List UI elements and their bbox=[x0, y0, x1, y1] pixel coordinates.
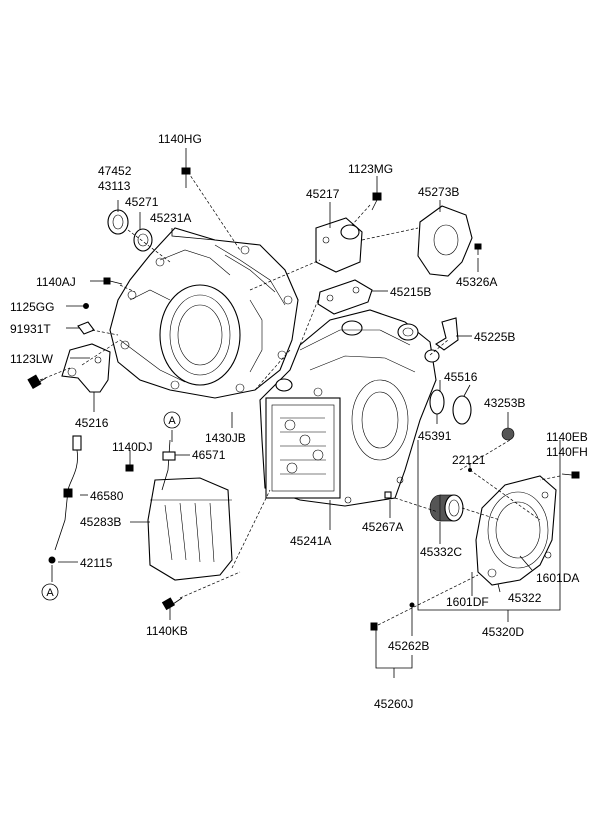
cover-plate bbox=[315, 217, 363, 273]
part-number-label: 45391 bbox=[418, 429, 452, 443]
part-number-label: 45216 bbox=[75, 416, 109, 430]
part-number-label: 1140AJ bbox=[36, 275, 76, 289]
oil-strainer bbox=[147, 477, 233, 581]
bolt bbox=[103, 277, 123, 285]
bracket bbox=[317, 279, 373, 315]
part-number-label: 45271 bbox=[125, 195, 159, 209]
bolt bbox=[27, 374, 47, 390]
part-number-label: 45225B bbox=[474, 330, 515, 344]
part-number-label: 45322 bbox=[508, 591, 542, 605]
assembly-lines bbox=[39, 171, 561, 626]
part-labels: 1140HG 47452 43113 45271 45231A 1123MG 4… bbox=[10, 132, 588, 711]
part-number-label: 45273B bbox=[418, 185, 459, 199]
part-number-label: 42115 bbox=[80, 556, 113, 570]
reference-marker-a-label: A bbox=[168, 415, 176, 427]
part-number-label: 1430JB bbox=[205, 431, 246, 445]
bolt bbox=[561, 471, 580, 479]
converter-housing bbox=[109, 227, 299, 399]
filler-tube bbox=[161, 439, 176, 491]
part-number-label: 43113 bbox=[98, 179, 131, 193]
part-number-label: 1123LW bbox=[10, 352, 54, 366]
part-number-label: 1140EB bbox=[546, 430, 588, 444]
part-number-label: 91931T bbox=[10, 322, 51, 336]
bolt bbox=[181, 167, 191, 188]
part-number-label: 45231A bbox=[150, 211, 191, 225]
piston bbox=[429, 494, 464, 522]
bolt bbox=[474, 243, 482, 255]
transaxle-case bbox=[259, 309, 440, 507]
reference-marker-a: A bbox=[41, 583, 59, 601]
part-number-label: 1601DF bbox=[446, 595, 489, 609]
seal-ring bbox=[133, 228, 153, 252]
cap bbox=[501, 427, 515, 441]
part-number-label: 46571 bbox=[192, 448, 226, 462]
part-number-label: 1140DJ bbox=[112, 440, 152, 454]
side-cover bbox=[417, 205, 473, 277]
part-number-label: 45326A bbox=[456, 275, 497, 289]
part-number-label: 45320D bbox=[482, 625, 524, 639]
part-number-label: 1601DA bbox=[536, 571, 579, 585]
end-cover bbox=[475, 475, 557, 586]
bolt bbox=[125, 464, 134, 472]
part-number-label: 1140FH bbox=[546, 445, 588, 459]
part-number-label: 1140KB bbox=[146, 624, 188, 638]
part-number-label: 47452 bbox=[98, 164, 132, 178]
part-number-label: 45215B bbox=[390, 285, 431, 299]
oil-seal bbox=[107, 209, 129, 235]
bolt bbox=[370, 602, 415, 631]
part-number-label: 22121 bbox=[452, 453, 486, 467]
part-number-label: 1140HG bbox=[158, 132, 202, 146]
clip bbox=[77, 303, 95, 335]
leader-lines bbox=[51, 148, 561, 678]
part-number-label: 45217 bbox=[306, 187, 340, 201]
reference-marker-a: A bbox=[163, 411, 181, 429]
bracket bbox=[435, 317, 459, 351]
part-number-label: 45516 bbox=[444, 370, 478, 384]
part-number-label: 45267A bbox=[362, 520, 403, 534]
part-number-label: 1125GG bbox=[10, 300, 54, 314]
part-number-label: 1123MG bbox=[348, 162, 393, 176]
part-number-label: 45260J bbox=[374, 697, 413, 711]
part-number-label: 45332C bbox=[420, 545, 462, 559]
o-ring bbox=[429, 389, 445, 415]
part-number-label: 45262B bbox=[388, 639, 429, 653]
part-number-label: 45241A bbox=[290, 534, 331, 548]
o-ring bbox=[452, 395, 472, 425]
plug bbox=[384, 491, 392, 499]
bolt bbox=[161, 597, 183, 611]
part-number-label: 46580 bbox=[90, 489, 124, 503]
part-number-label: 45283B bbox=[80, 515, 121, 529]
bolt bbox=[371, 192, 382, 211]
part-number-label: 43253B bbox=[484, 396, 525, 410]
reference-marker-a-label: A bbox=[46, 587, 54, 599]
dipstick bbox=[48, 435, 82, 564]
bracket bbox=[61, 343, 111, 393]
